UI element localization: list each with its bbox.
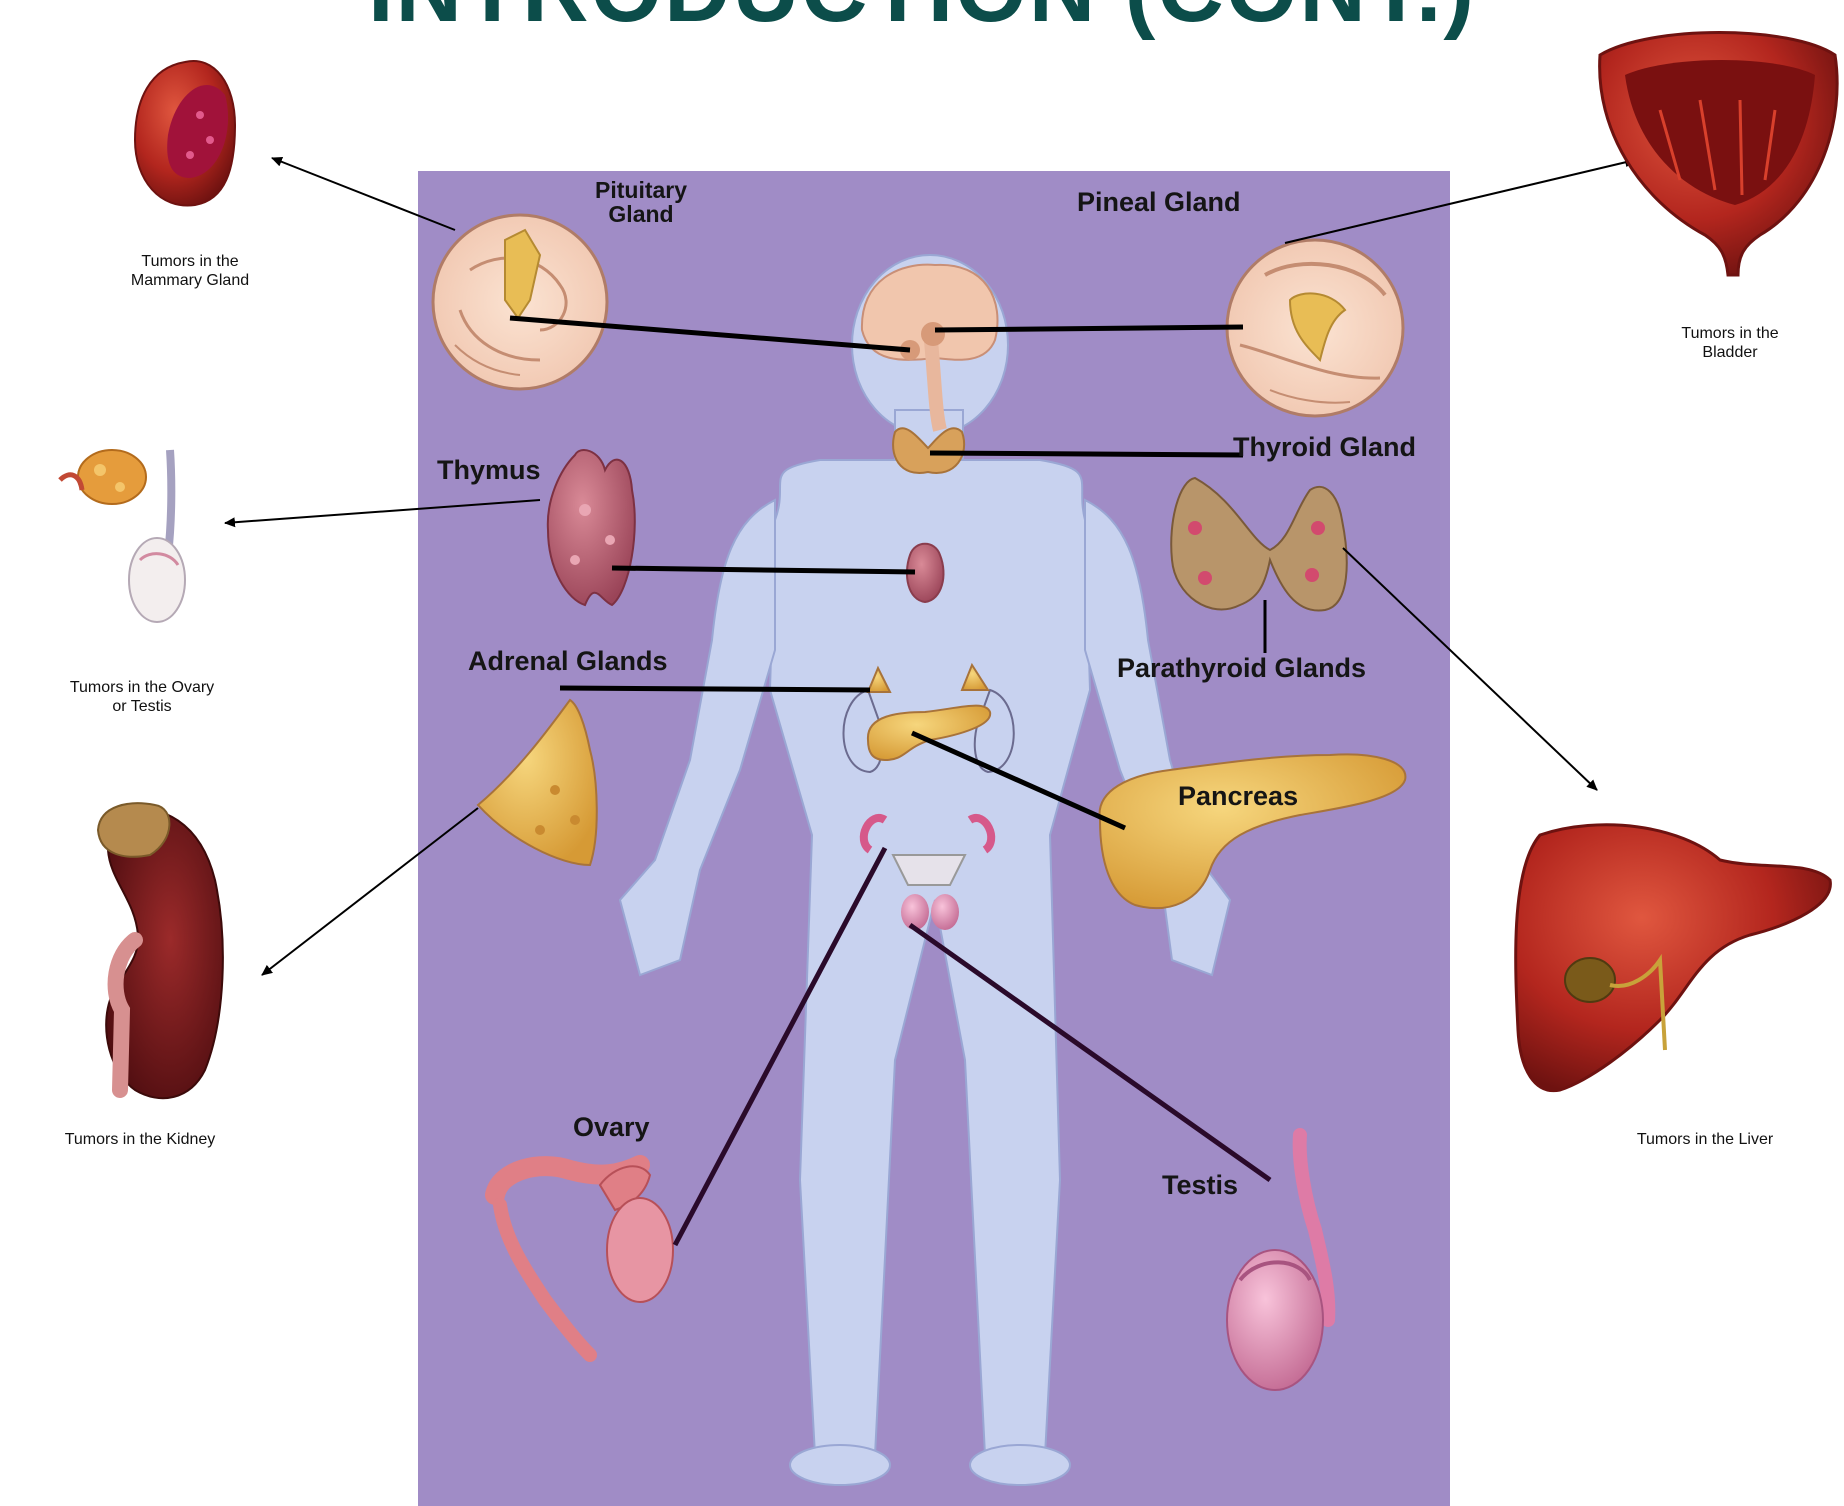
pancreas-organ-icon	[1100, 754, 1406, 908]
ovary-testis-tumor-icon	[60, 450, 185, 622]
testis-organ-icon	[1227, 1135, 1328, 1390]
thymus-label: Thymus	[437, 455, 541, 486]
mammary-tumor-icon	[135, 61, 235, 206]
ovary-testis-tumor-caption: Tumors in the Ovary or Testis	[32, 678, 252, 716]
kidney-tumor-caption: Tumors in the Kidney	[20, 1130, 260, 1149]
thymus-organ-icon	[548, 450, 635, 605]
ovary-testis-arrow	[225, 500, 540, 523]
liver-tumor-caption: Tumors in the Liver	[1585, 1130, 1825, 1149]
bladder-arrow	[1285, 160, 1635, 243]
thyroid-organ-icon	[1171, 478, 1347, 611]
pineal-inset-icon	[1227, 240, 1403, 416]
adrenal-label: Adrenal Glands	[468, 646, 668, 677]
adrenal-leader-line	[560, 688, 870, 690]
bladder-tumor-caption: Tumors in the Bladder	[1630, 324, 1830, 362]
pituitary-label: Pituitary Gland	[595, 178, 687, 226]
pancreas-label: Pancreas	[1178, 781, 1298, 812]
ovary-label: Ovary	[573, 1112, 650, 1143]
thyroid-label: Thyroid Gland	[1233, 432, 1416, 463]
pineal-leader-line	[935, 327, 1243, 330]
bladder-tumor-icon	[1600, 33, 1838, 276]
thyroid-leader-line	[930, 453, 1243, 455]
parathyroid-label: Parathyroid Glands	[1117, 653, 1366, 684]
kidney-tumor-icon	[98, 803, 223, 1098]
pituitary-inset-icon	[433, 215, 607, 389]
ovary-organ-icon	[495, 1165, 673, 1355]
kidney-arrow	[262, 808, 478, 975]
pineal-label: Pineal Gland	[1077, 187, 1241, 218]
adrenal-organ-icon	[478, 700, 597, 865]
mammary-arrow	[272, 158, 455, 230]
mammary-tumor-caption: Tumors in the Mammary Gland	[90, 252, 290, 290]
testis-label: Testis	[1162, 1170, 1238, 1201]
liver-arrow	[1343, 548, 1597, 790]
liver-tumor-icon	[1516, 825, 1831, 1091]
